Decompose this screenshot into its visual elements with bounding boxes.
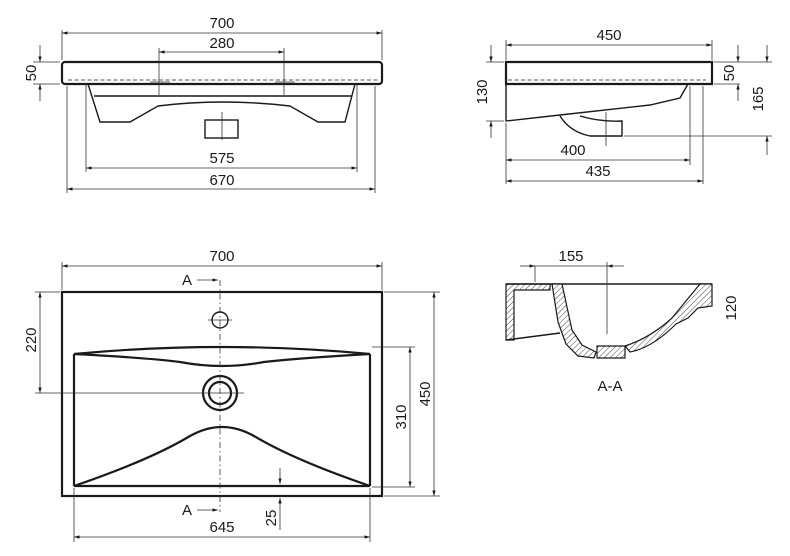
dim-tap-spacing: 280 (209, 35, 234, 52)
top-outline (60, 290, 384, 498)
dim-slab-thickness: 50 (23, 65, 40, 82)
section-back-wall (505, 283, 551, 341)
dim-side-drain-offset: 400 (560, 142, 585, 159)
top-basin-front-curve (73, 426, 371, 488)
front-slab-outline (60, 60, 384, 86)
dim-drain-from-back: 220 (23, 327, 40, 352)
dim-overall-depth: 450 (417, 381, 434, 406)
section-marker-bottom: A (182, 502, 192, 519)
section-drain (596, 345, 626, 359)
section-marker-top: A (182, 272, 192, 289)
section-basin-wall-left (551, 283, 597, 359)
side-slab-outline (504, 60, 714, 86)
dim-top-overall-width: 700 (209, 248, 234, 265)
dim-overall-width: 700 (209, 15, 234, 32)
side-body-outline (505, 83, 689, 122)
top-basin-back-edge (73, 345, 371, 356)
section-view: 155 120 A-A (505, 248, 740, 395)
dim-side-depth: 450 (596, 27, 621, 44)
top-view: A A 700 220 310 450 25 645 (23, 248, 440, 542)
dim-section-drain-offset: 155 (558, 248, 583, 265)
dim-lower-width: 670 (209, 172, 234, 189)
dim-side-slab-thickness: 50 (721, 65, 738, 82)
top-basin-back-curve (73, 352, 371, 368)
side-view: 450 130 50 165 400 435 (474, 27, 772, 184)
section-basin-wall-right (623, 283, 713, 353)
dim-side-lower-depth: 435 (585, 163, 610, 180)
side-drain-outline (559, 115, 623, 137)
dim-top-basin-width: 645 (209, 519, 234, 536)
section-title: A-A (597, 378, 622, 395)
front-basin-outline (87, 83, 356, 123)
dim-side-total-height: 165 (750, 86, 767, 111)
dim-section-height: 120 (723, 295, 740, 320)
dim-side-body-height: 130 (474, 79, 491, 104)
dim-front-rim: 25 (263, 510, 280, 527)
front-view: 700 280 50 575 670 (23, 15, 384, 193)
dim-basin-width: 575 (209, 150, 234, 167)
front-drain-pipe (204, 119, 239, 139)
dim-basin-depth: 310 (393, 404, 410, 429)
